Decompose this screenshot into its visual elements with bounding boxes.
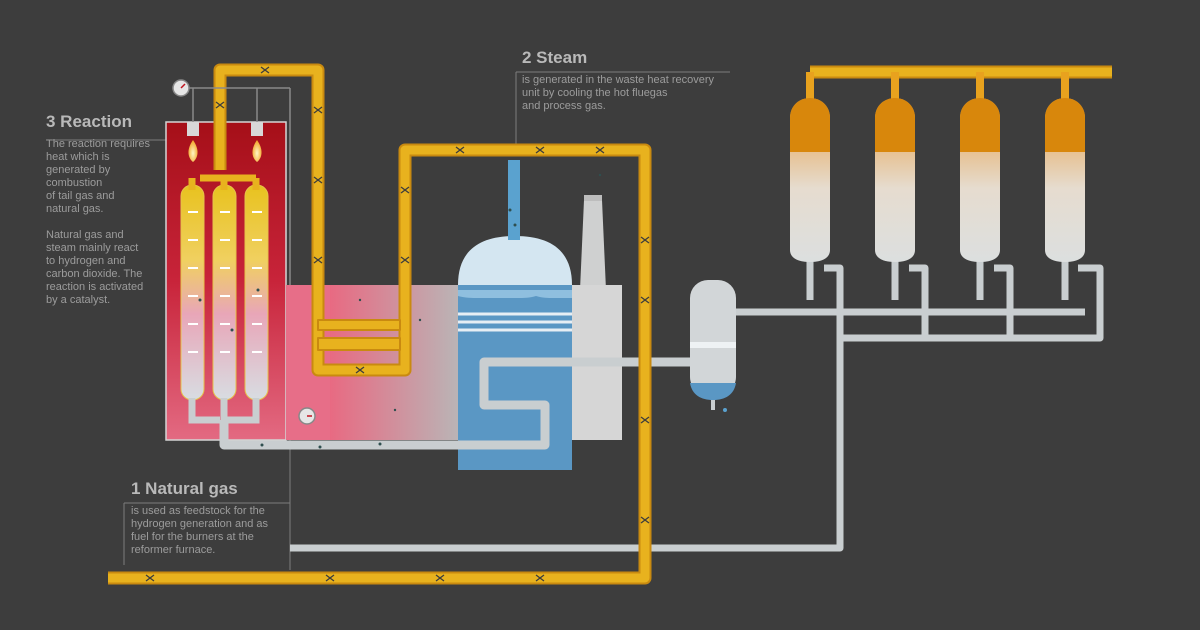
callout-reaction-text-1: The reaction requires heat which is gene… [46,138,150,215]
callout-natural-gas-title: 1 Natural gas [131,479,238,498]
reformer-tubes [180,184,269,424]
steam-drum [458,160,572,470]
adsorber-1 [790,98,830,262]
callout-natural-gas: 1 Natural gas is used as feedstock for t… [131,479,291,557]
callout-reaction-title: 3 Reaction [46,112,132,131]
chimney [580,195,606,290]
gas-particles [198,173,602,449]
process-gas-pipe [219,357,700,450]
burner-left [187,122,199,162]
product-gas-lines [290,255,1104,552]
leader-lines [46,71,730,570]
adsorber-vessels [790,98,1085,262]
pressure-gauge-icon [172,79,291,285]
separator-vessel [690,280,736,412]
callout-steam: 2 Steam is generated in the waste heat r… [522,48,742,113]
burner-right [251,122,263,162]
temperature-gauge-icon [298,407,316,425]
callout-natural-gas-text: is used as feedstock for the hydrogen ge… [131,505,268,556]
adsorber-4 [1045,98,1085,262]
adsorber-2 [875,98,915,262]
natural-gas-lines [108,63,1112,585]
adsorber-3 [960,98,1000,262]
callout-steam-text: is generated in the waste heat recovery … [522,74,715,112]
reformer-furnace [165,121,330,441]
callout-reaction: 3 Reaction The reaction requires heat wh… [46,112,171,307]
callout-reaction-text-2: Natural gas and steam mainly react to hy… [46,229,144,306]
callout-steam-title: 2 Steam [522,48,588,67]
